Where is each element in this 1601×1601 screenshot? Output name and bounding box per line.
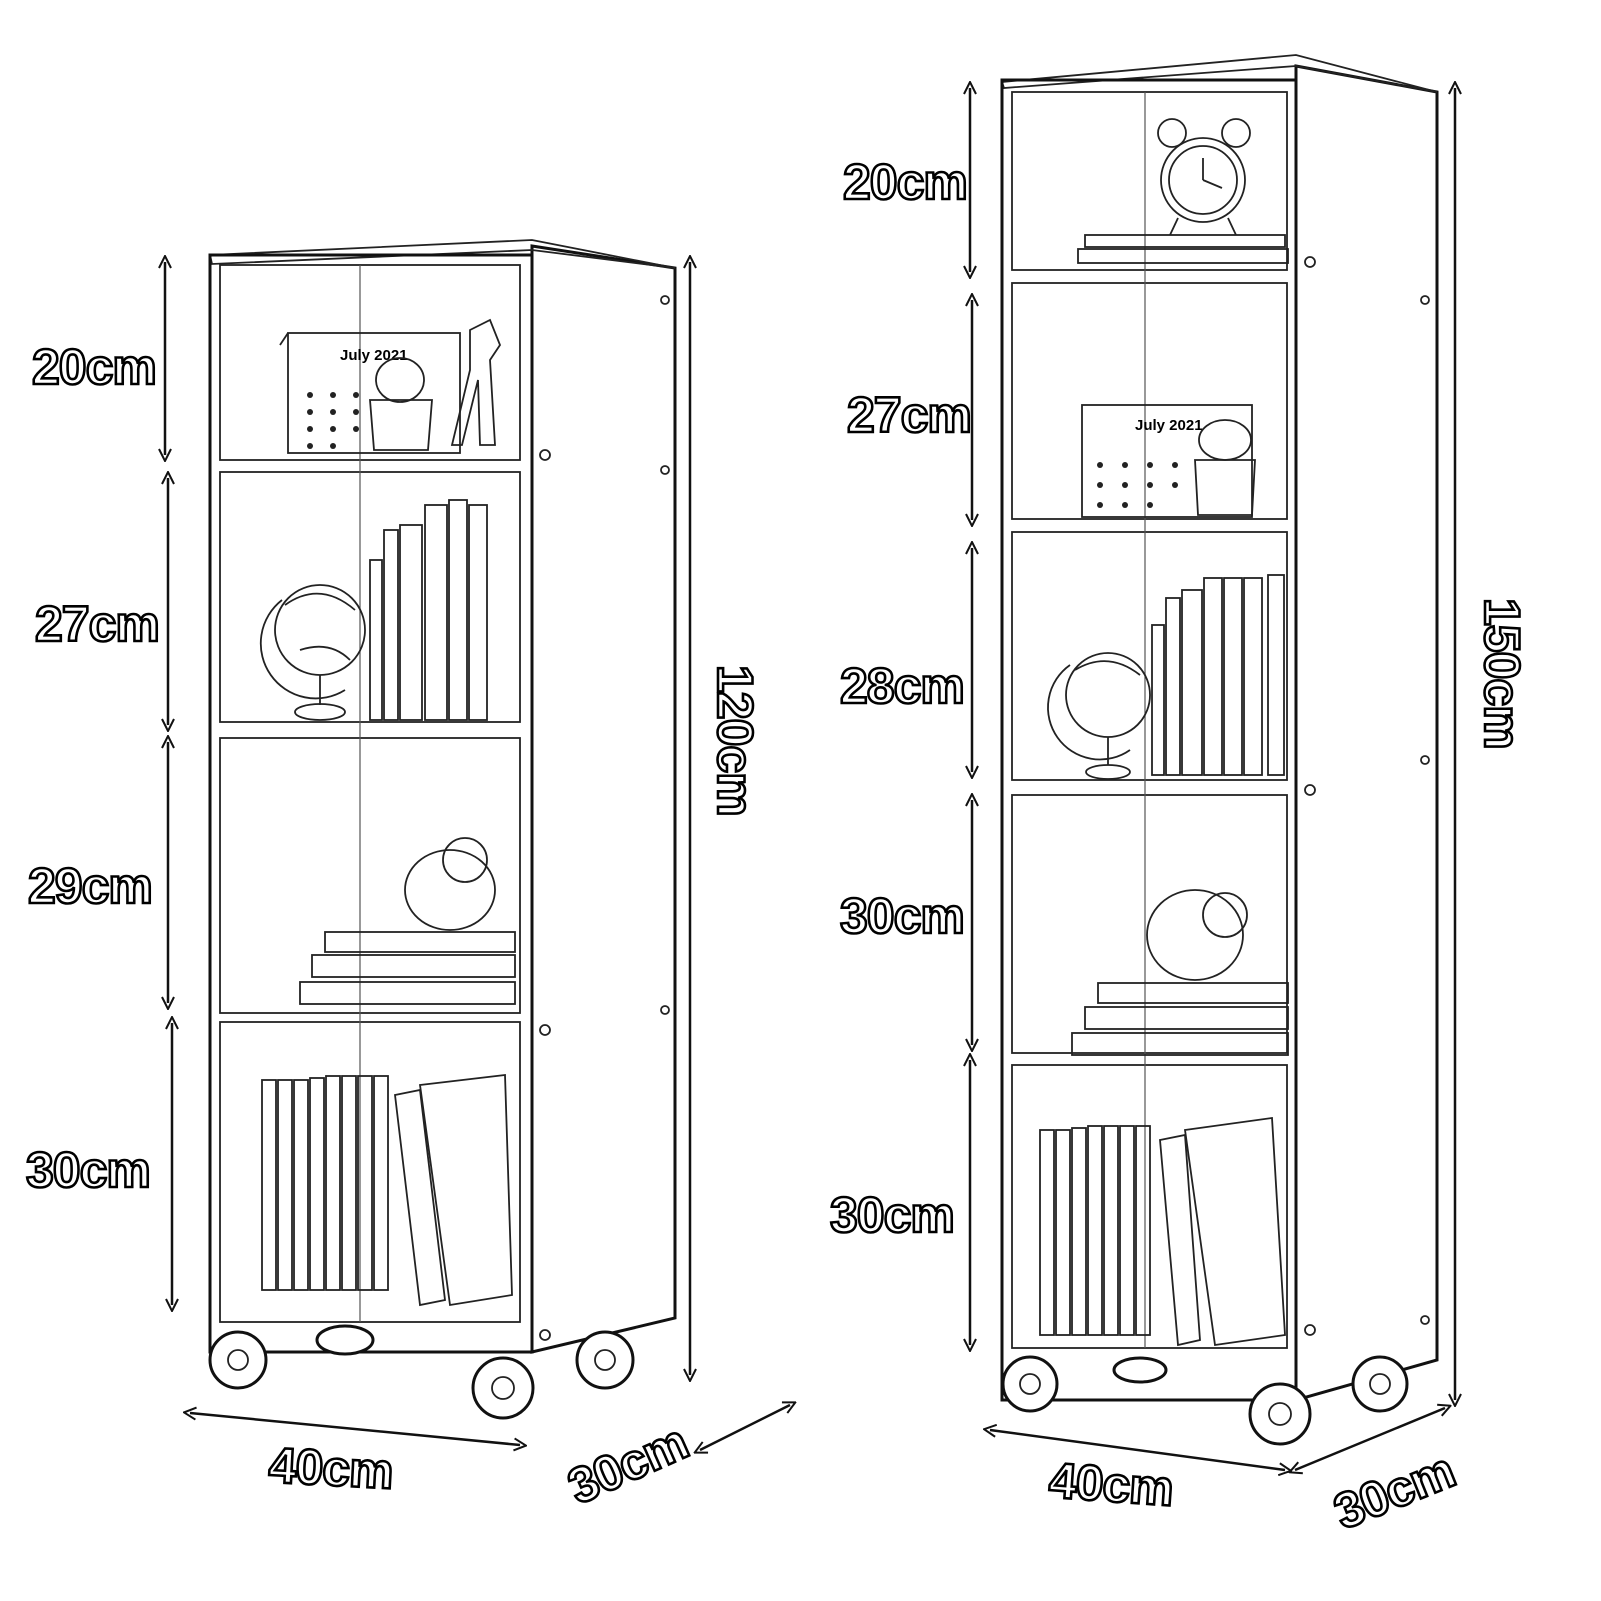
tall-books-shelf-3 — [1151, 574, 1285, 776]
tall-shelf-4-height: 30cm — [840, 888, 964, 944]
small-compartment-4 — [219, 1021, 521, 1323]
tall-total-height: 150cm — [1474, 598, 1530, 749]
small-books-shelf-2 — [369, 499, 488, 721]
small-shelf-3-height: 29cm — [28, 858, 152, 914]
small-front-frame — [208, 253, 534, 1354]
small-compartment-2 — [219, 471, 521, 723]
tall-pig-figurine — [1146, 889, 1248, 981]
small-deer-figurine — [450, 318, 502, 446]
small-shelf-1-height: 20cm — [32, 339, 156, 395]
tall-calendar: July 2021 — [1081, 404, 1256, 518]
tall-shelf-1-height: 20cm — [843, 154, 967, 210]
tall-top-panel — [1000, 54, 1438, 93]
tall-side-panel — [1294, 64, 1439, 1402]
small-depth: 30cm — [560, 1413, 696, 1515]
small-shelf-4-height: 30cm — [26, 1142, 150, 1198]
tall-width: 40cm — [1047, 1452, 1174, 1517]
tall-books-shelf-1 — [1077, 234, 1289, 264]
small-plant-pot — [369, 357, 433, 451]
small-pig-figurine — [404, 837, 496, 931]
tall-compartment-4 — [1011, 794, 1288, 1054]
small-calendar: July 2021 — [279, 332, 461, 454]
tall-shelf-5-height: 30cm — [830, 1187, 954, 1243]
tall-depth: 30cm — [1326, 1442, 1462, 1540]
small-calendar-text: July 2021 — [340, 347, 408, 364]
tall-front-frame — [1000, 78, 1298, 1402]
small-width: 40cm — [267, 1437, 394, 1499]
small-casters — [208, 1324, 635, 1420]
small-globe — [259, 584, 366, 721]
small-compartment-3 — [219, 737, 521, 1014]
tall-books-shelf-5 — [1039, 1116, 1286, 1347]
small-side-panel — [530, 244, 677, 1354]
small-stacked-books — [299, 931, 516, 1005]
tall-shelf-2-height: 27cm — [847, 387, 971, 443]
tall-shelf-3-height: 28cm — [840, 658, 964, 714]
tall-globe — [1047, 652, 1151, 780]
tall-alarm-clock — [1157, 118, 1251, 236]
tall-compartment-3 — [1011, 531, 1288, 781]
tall-compartment-1 — [1011, 91, 1288, 271]
small-compartment-1 — [219, 264, 521, 461]
tall-compartment-5 — [1011, 1064, 1288, 1349]
tall-stacked-books — [1071, 982, 1289, 1056]
small-total-height: 120cm — [707, 665, 763, 816]
small-books-shelf-4 — [261, 1073, 513, 1307]
small-shelf-2-height: 27cm — [35, 596, 159, 652]
tall-calendar-text: July 2021 — [1135, 417, 1203, 434]
tall-bookcase: July 2021 — [829, 54, 1531, 1541]
tall-compartment-2 — [1011, 282, 1288, 520]
small-top-panel — [208, 239, 676, 269]
small-bookcase: July 2021 — [25, 239, 790, 1516]
